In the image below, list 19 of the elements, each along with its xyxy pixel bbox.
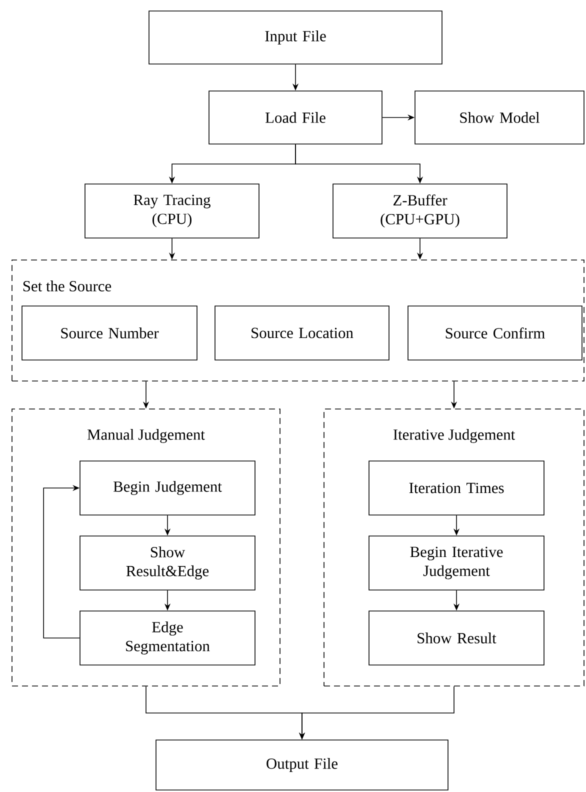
- arrow: [43, 484, 80, 638]
- group-heading: Set the Source: [23, 280, 112, 292]
- process-box: Begin Judgement: [80, 460, 256, 516]
- process-box: Edge Segmentation: [80, 610, 256, 666]
- process-box: Show Result&Edge: [80, 536, 256, 590]
- process-box: Show Model: [414, 90, 584, 144]
- process-box: Output File: [156, 740, 448, 790]
- process-box: Show Result: [368, 610, 544, 666]
- process-box: Source Number: [22, 306, 198, 360]
- group-heading: Manual Judgement: [87, 428, 205, 444]
- group-heading: Iterative Judgement: [393, 428, 516, 444]
- process-box: Input File: [148, 10, 442, 64]
- process-box: Ray Tracing (CPU): [84, 184, 260, 238]
- process-box: Source Location: [214, 306, 390, 360]
- process-box: Begin Iterative Judgement: [368, 536, 544, 590]
- process-box: Load File: [208, 90, 382, 144]
- process-box: Iteration Times: [368, 460, 544, 516]
- process-box: Source Confirm: [408, 306, 582, 360]
- process-box: Z-Buffer (CPU+GPU): [332, 184, 508, 238]
